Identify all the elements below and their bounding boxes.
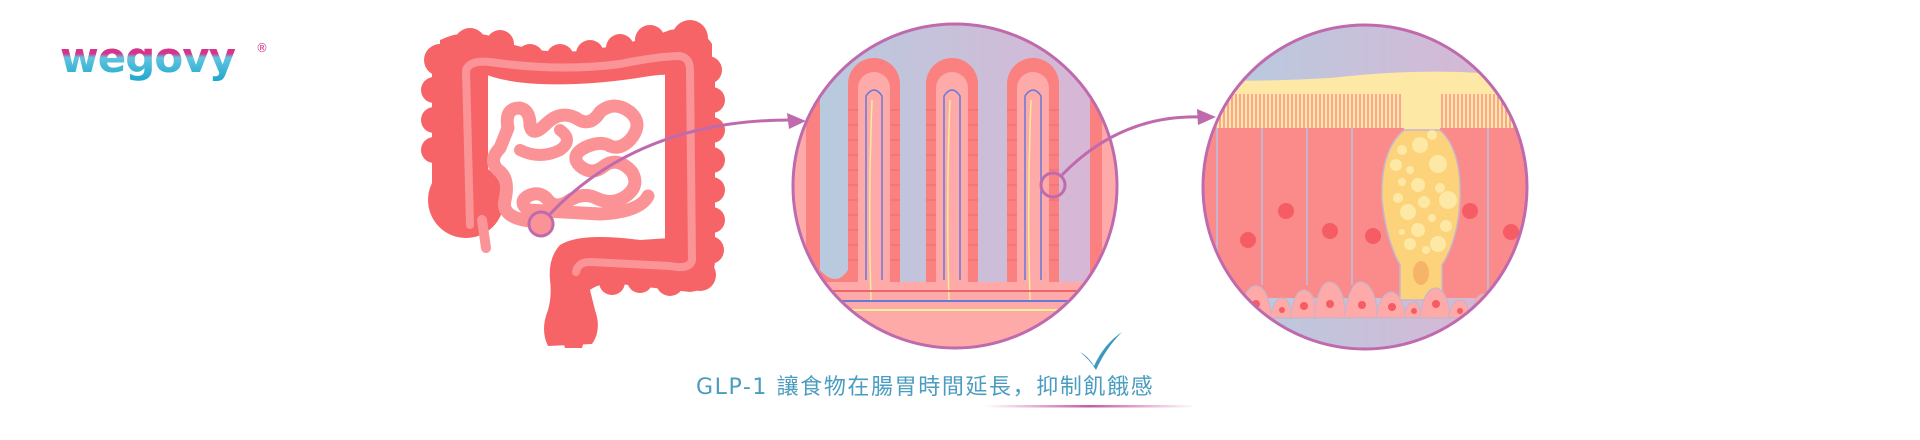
- wegovy-logo: wegovy ®: [60, 33, 268, 82]
- caption-underline: [985, 405, 1195, 408]
- villi-magnify-marker: [1039, 171, 1067, 199]
- colon-illustration: [421, 20, 806, 348]
- colon-magnify-marker: [527, 210, 555, 238]
- arrow-right-icon: [787, 113, 806, 129]
- villi-magnified-circle: [791, 22, 1216, 350]
- caption-text: GLP-1 讓食物在腸胃時間延長，抑制飢餓感: [696, 375, 1155, 400]
- epithelial-cells-circle: [1201, 23, 1529, 351]
- logo-wordmark: wegovy: [60, 33, 236, 82]
- checkmark-icon: [1080, 332, 1122, 370]
- arrow-right-icon: [1197, 109, 1216, 125]
- registered-mark: ®: [256, 41, 268, 55]
